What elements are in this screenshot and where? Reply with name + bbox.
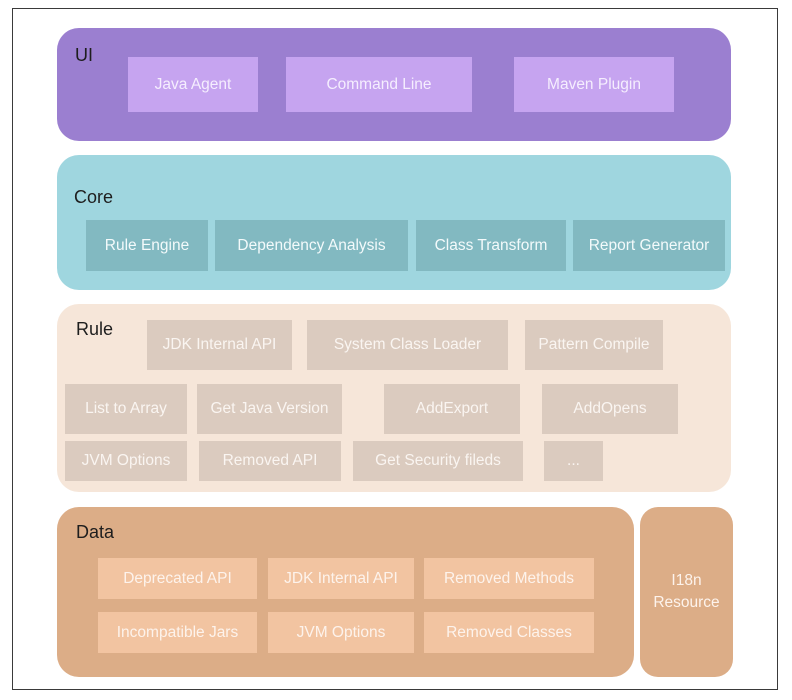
get-java-version-box: Get Java Version xyxy=(197,384,342,434)
incompatible-jars-box: Incompatible Jars xyxy=(98,612,257,653)
system-class-loader-box: System Class Loader xyxy=(307,320,508,370)
jdk-internal-api-box: JDK Internal API xyxy=(147,320,292,370)
report-generator-box: Report Generator xyxy=(573,220,725,271)
core-layer-title: Core xyxy=(74,187,114,207)
ui-layer: UI Java Agent Command Line Maven Plugin xyxy=(57,28,731,141)
data-jvm-options-box: JVM Options xyxy=(268,612,414,653)
dependency-analysis-box: Dependency Analysis xyxy=(215,220,408,271)
list-to-array-box: List to Array xyxy=(65,384,187,434)
jvm-options-box: JVM Options xyxy=(65,441,187,481)
removed-methods-box: Removed Methods xyxy=(424,558,594,599)
deprecated-api-box: Deprecated API xyxy=(98,558,257,599)
data-jdk-internal-api-box: JDK Internal API xyxy=(268,558,414,599)
resource-label: Resource xyxy=(653,594,720,611)
maven-plugin-box: Maven Plugin xyxy=(514,57,674,112)
addopens-box: AddOpens xyxy=(542,384,678,434)
pattern-compile-box: Pattern Compile xyxy=(525,320,663,370)
i18n-label: I18n xyxy=(671,571,702,589)
i18n-resource-block: I18n Resource xyxy=(640,507,733,677)
core-layer: Core Rule Engine Dependency Analysis Cla… xyxy=(57,155,731,290)
removed-api-box: Removed API xyxy=(199,441,341,481)
ellipsis-box: ... xyxy=(544,441,603,481)
rule-engine-box: Rule Engine xyxy=(86,220,208,271)
rule-layer: Rule JDK Internal API System Class Loade… xyxy=(57,304,731,492)
data-layer-title: Data xyxy=(76,522,115,542)
addexport-box: AddExport xyxy=(384,384,520,434)
data-layer: Data Deprecated API JDK Internal API Rem… xyxy=(57,507,634,677)
get-security-fileds-box: Get Security fileds xyxy=(353,441,523,481)
diagram-frame xyxy=(12,8,778,690)
ui-layer-title: UI xyxy=(75,45,93,65)
class-transform-box: Class Transform xyxy=(416,220,566,271)
command-line-box: Command Line xyxy=(286,57,472,112)
java-agent-box: Java Agent xyxy=(128,57,258,112)
removed-classes-box: Removed Classes xyxy=(424,612,594,653)
rule-layer-title: Rule xyxy=(76,319,114,339)
